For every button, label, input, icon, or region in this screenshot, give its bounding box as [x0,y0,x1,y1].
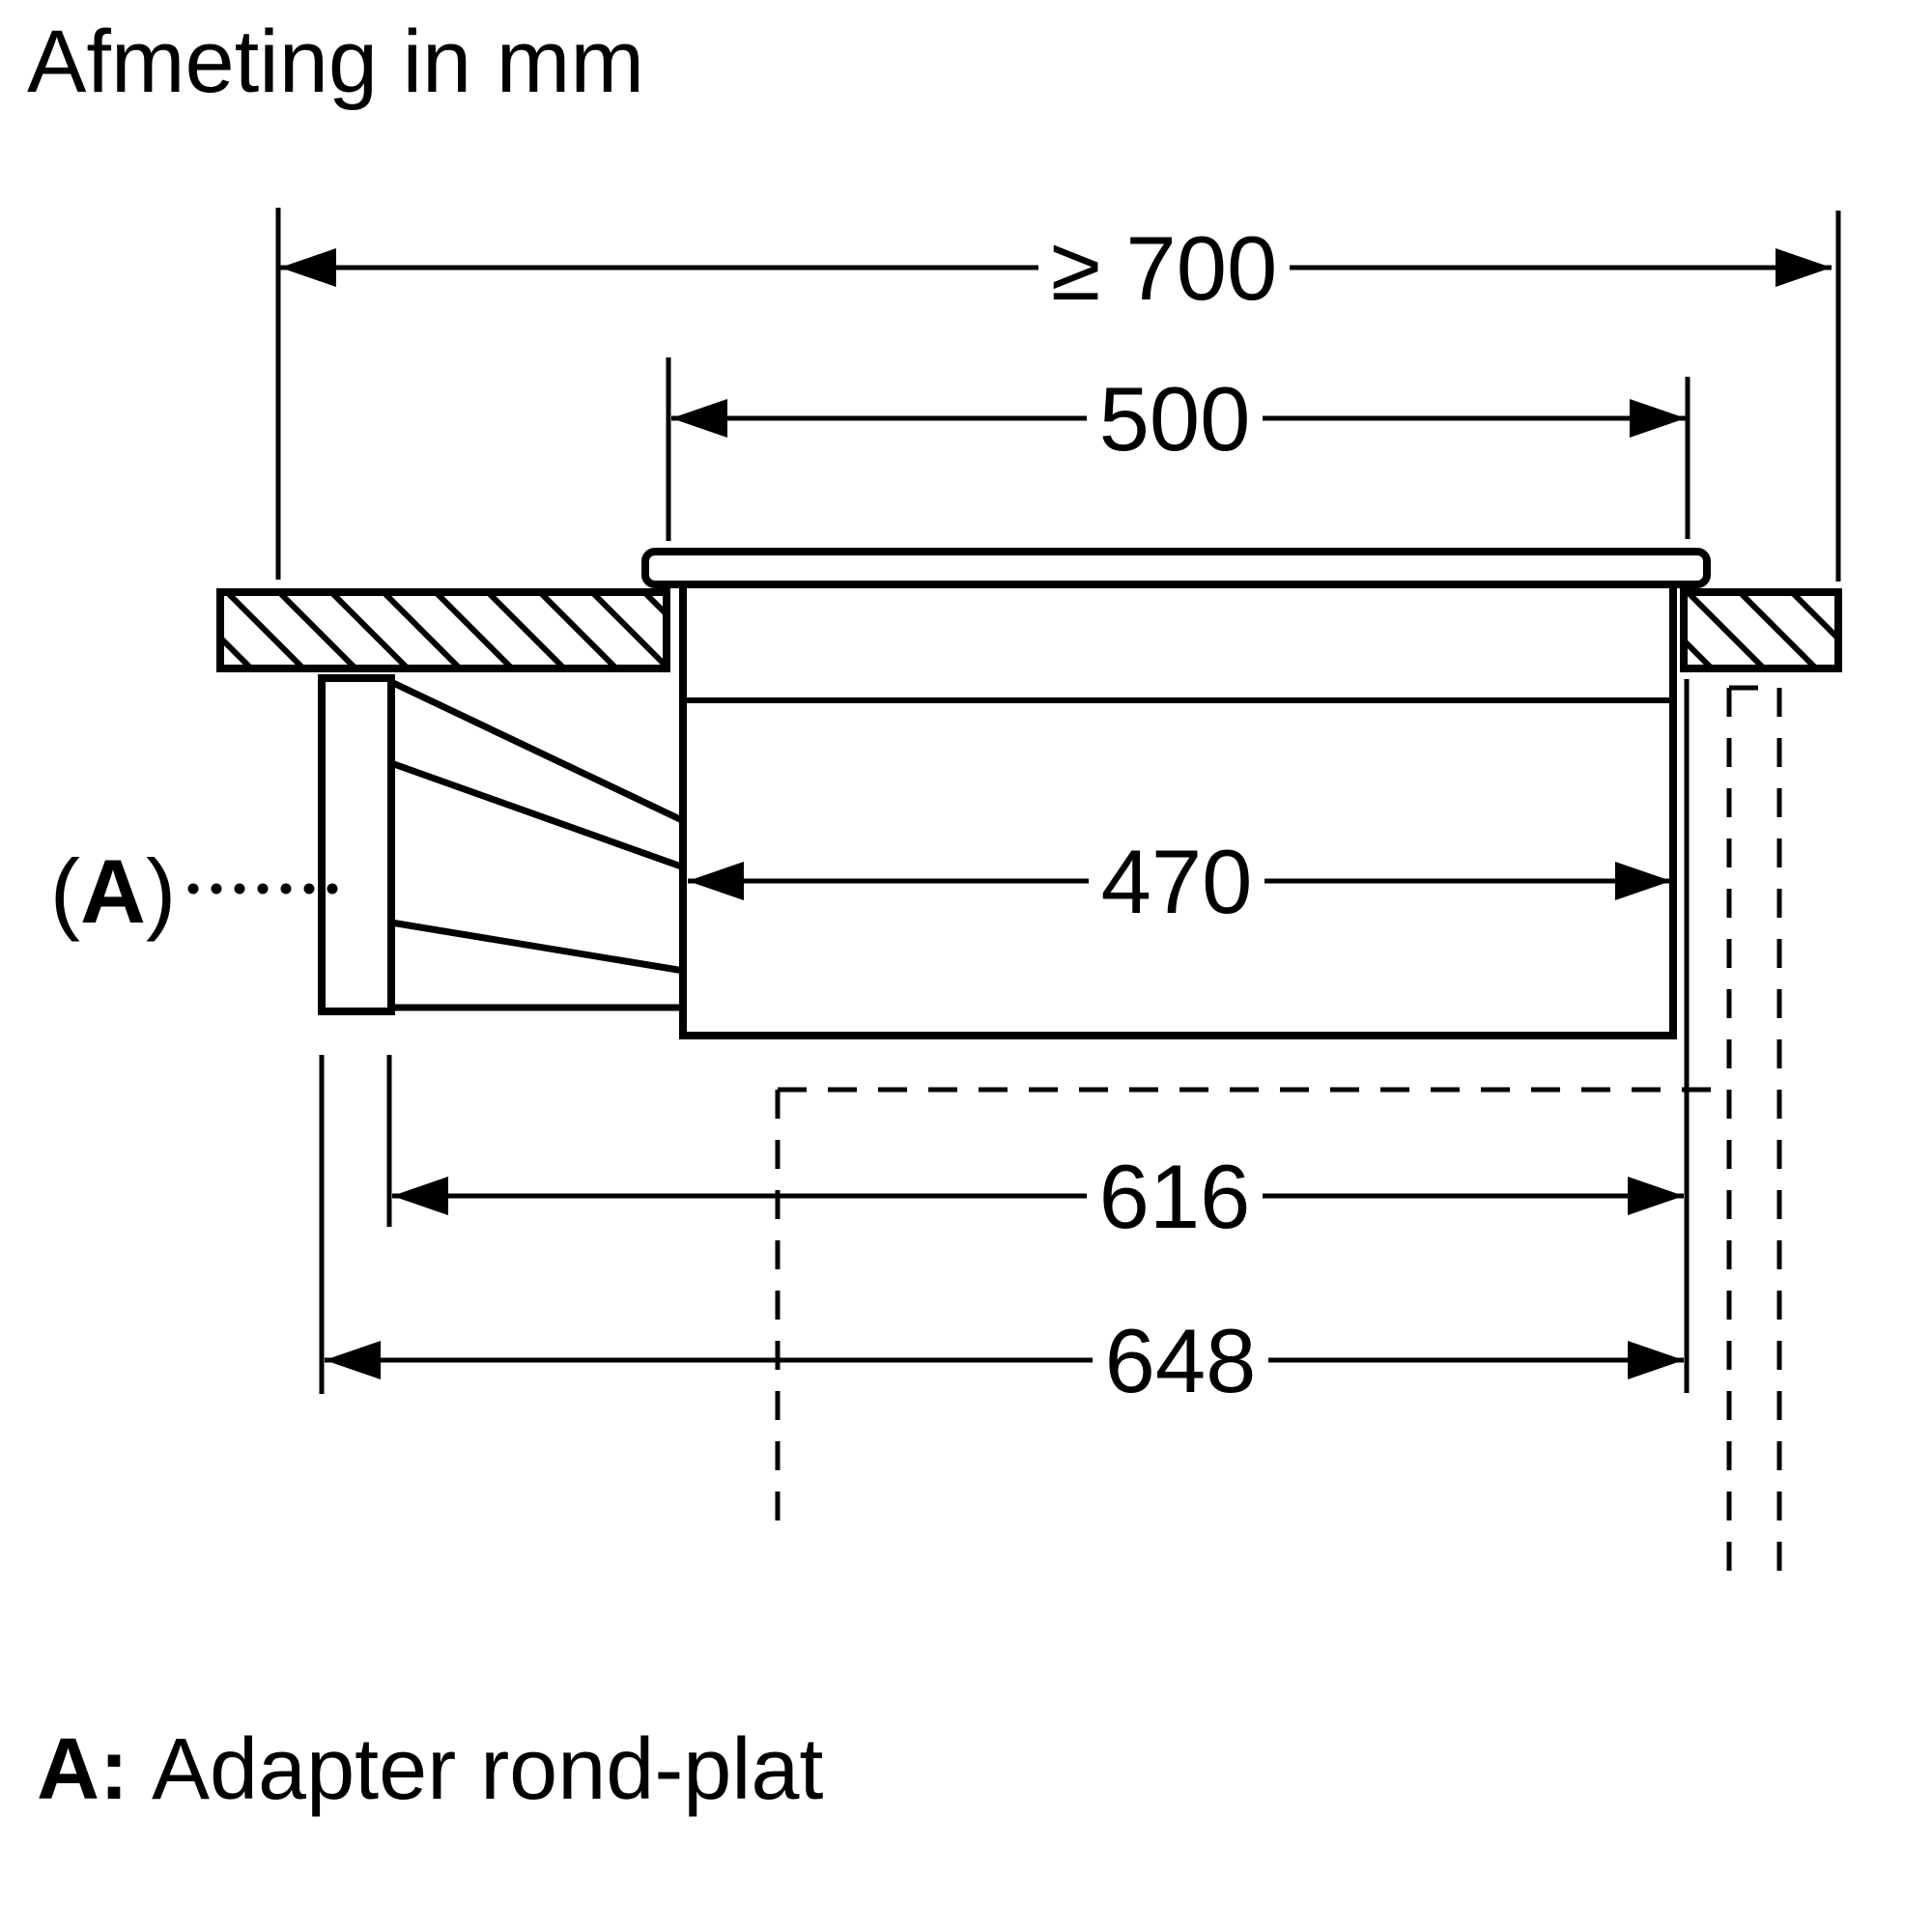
arrow-left-icon [671,399,727,438]
arrow-right-icon [1630,399,1686,438]
footnote: A:Adapter rond-plat [37,1721,823,1818]
arrow-right-icon [1776,248,1832,287]
duct-adapter [318,674,686,1015]
adapter-marker-label: (A) [50,840,177,942]
worktop-right-block [1680,588,1842,672]
body-outline [679,584,1677,1039]
dimension-body-width: 470 [688,831,1671,932]
extension-lines [275,208,1841,1394]
dim-label-616: 616 [1099,1146,1251,1247]
adapter-transition-lines [389,678,686,1011]
arrow-right-icon [1628,1341,1684,1379]
dim-label-648: 648 [1105,1310,1257,1411]
page-title: Afmeting in mm [27,13,644,111]
arrow-right-icon [1628,1177,1684,1215]
footnote-text: Adapter rond-plat [152,1721,823,1818]
worktop [216,588,1842,672]
footnote-key: A: [37,1721,128,1818]
dim-label-700: ≥ 700 [1051,217,1278,319]
dimension-cutout-glass-width: 500 [671,368,1686,469]
dimension-depth-to-duct: 616 [392,1146,1684,1247]
arrow-right-icon [1615,862,1671,900]
hob-glass-top [641,548,1711,588]
arrow-left-icon [280,248,336,287]
dotted-leader-line [187,883,338,895]
dim-label-470: 470 [1101,831,1253,932]
dimension-min-worktop-depth: ≥ 700 [280,217,1832,319]
dim-label-500: 500 [1099,368,1251,469]
worktop-left-block [216,588,670,672]
dashed-duct-routing [775,685,1782,1589]
dimension-overall-depth: 648 [325,1310,1684,1411]
arrow-left-icon [688,862,744,900]
arrow-left-icon [392,1177,448,1215]
adapter-flange [318,674,395,1015]
adapter-marker: (A) [50,840,338,942]
appliance-body [679,584,1677,1039]
arrow-left-icon [325,1341,381,1379]
